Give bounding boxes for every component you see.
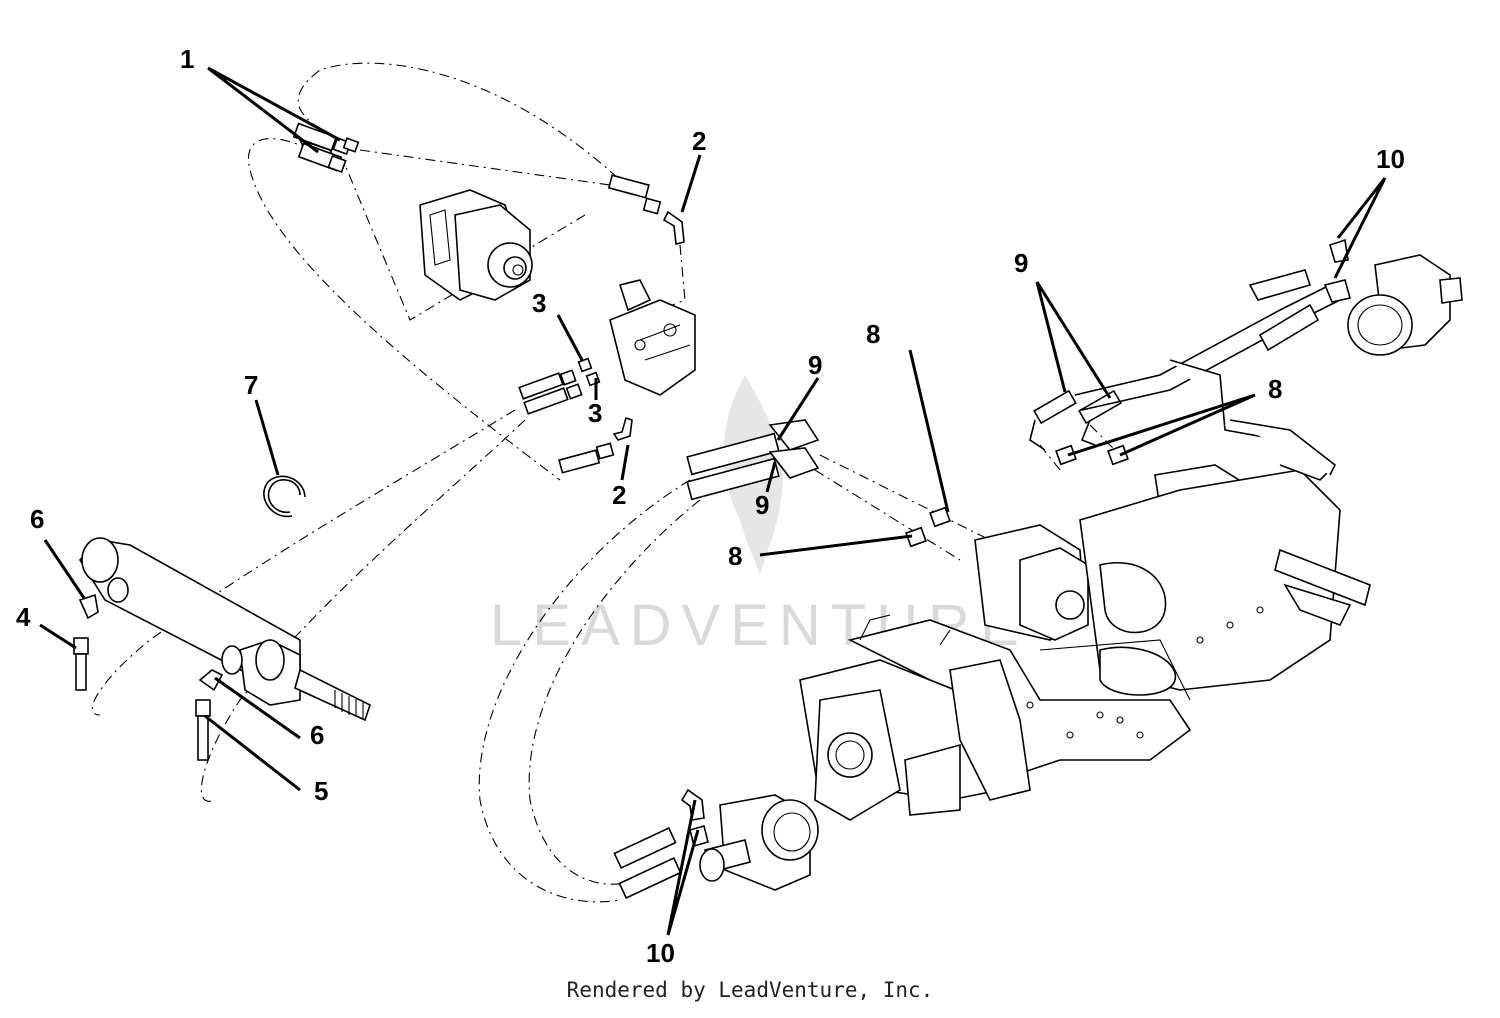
callout-9-right: 9 <box>1014 248 1028 278</box>
render-credit: Rendered by LeadVenture, Inc. <box>566 978 934 1002</box>
callout-9-lower: 9 <box>755 490 769 520</box>
callout-8-lower: 8 <box>728 541 742 571</box>
callout-10-upper: 10 <box>1376 144 1405 174</box>
callout-10-lower: 10 <box>646 938 675 968</box>
callout-6-right: 6 <box>310 720 324 750</box>
callout-3-upper: 3 <box>532 288 546 318</box>
callout-3-lower: 3 <box>588 398 602 428</box>
upper-hose-fittings <box>292 122 685 474</box>
rear-wheel-motor <box>1323 238 1463 356</box>
leader-lines <box>39 66 1387 936</box>
callout-1: 1 <box>180 44 194 74</box>
front-wheel-motor <box>613 788 819 899</box>
callout-2-upper: 2 <box>692 126 706 156</box>
callout-8-right: 8 <box>1268 374 1282 404</box>
callout-8-upper: 8 <box>866 319 880 349</box>
upper-pump-assembly <box>419 189 533 301</box>
callout-7: 7 <box>244 370 258 400</box>
callout-2-lower: 2 <box>612 480 626 510</box>
chassis-frame <box>799 359 1371 821</box>
control-valve <box>609 279 696 396</box>
callout-6-left: 6 <box>30 504 44 534</box>
callout-9-upper: 9 <box>808 350 822 380</box>
callout-5: 5 <box>314 776 328 806</box>
rear-hoses <box>686 269 1341 501</box>
hose-clamp <box>263 475 306 518</box>
callout-4: 4 <box>16 602 31 632</box>
callout-labels: 1 2 2 3 3 4 5 6 6 7 8 8 8 9 9 9 10 10 <box>16 44 1405 968</box>
hydraulic-cylinder <box>73 537 371 761</box>
